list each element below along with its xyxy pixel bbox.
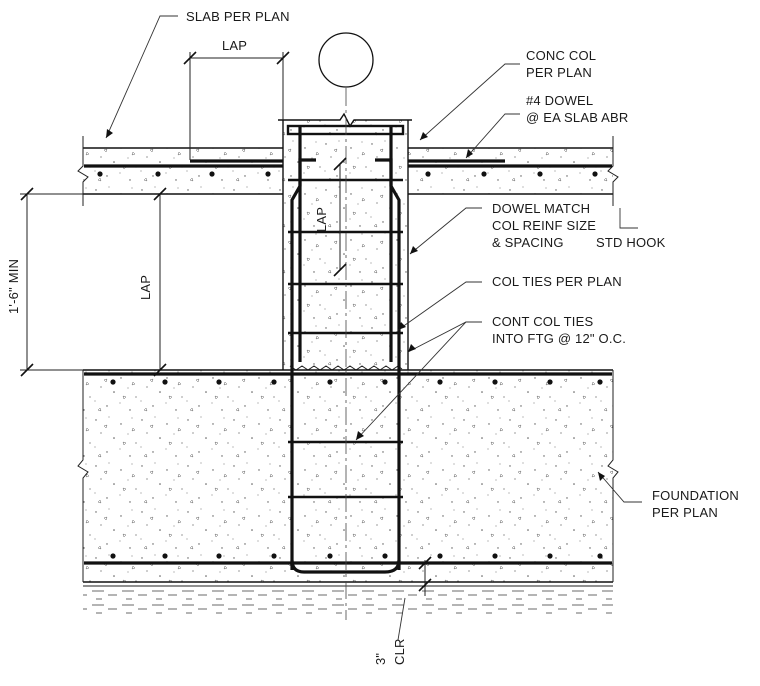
dimensions	[20, 51, 432, 596]
label-lap-left: LAP	[138, 275, 153, 300]
label-foundation-line1: FOUNDATION	[652, 488, 739, 503]
break-lines	[77, 136, 619, 582]
label-std-hook: STD HOOK	[596, 235, 666, 250]
slab-right	[408, 148, 613, 194]
foundation	[83, 370, 613, 582]
label-dowel-match-line3: & SPACING	[492, 235, 564, 250]
label-min-dimension: 1'-6" MIN	[6, 259, 21, 314]
label-clr-value: 3"	[373, 653, 388, 665]
label-cont-ties-line2: INTO FTG @ 12" O.C.	[492, 331, 626, 346]
label-conc-col-line2: PER PLAN	[526, 65, 592, 80]
slab-left	[83, 148, 283, 194]
leaders	[105, 15, 642, 641]
soil-below	[83, 586, 613, 616]
label-dowel-line2: @ EA SLAB ABR	[526, 110, 629, 125]
label-col-ties: COL TIES PER PLAN	[492, 274, 622, 289]
grid-bubble	[318, 32, 374, 88]
label-cont-ties-line1: CONT COL TIES	[492, 314, 593, 329]
label-dowel-match-line1: DOWEL MATCH	[492, 201, 590, 216]
label-dowel-match-line2: COL REINF SIZE	[492, 218, 596, 233]
label-slab-per-plan: SLAB PER PLAN	[186, 9, 290, 24]
label-lap-column: LAP	[314, 207, 329, 232]
label-clr-word: CLR	[392, 638, 407, 665]
foundation-reinforcement	[84, 372, 612, 574]
column-reinforcement	[286, 124, 405, 570]
concrete-outlines	[83, 112, 613, 587]
label-conc-col-line1: CONC COL	[526, 48, 596, 63]
concrete-column	[283, 120, 408, 370]
slab-reinforcement	[84, 159, 612, 177]
label-foundation-line2: PER PLAN	[652, 505, 718, 520]
label-dowel-line1: #4 DOWEL	[526, 93, 593, 108]
annotations: SLAB PER PLAN LAP CONC COL PER PLAN #4 D…	[6, 9, 739, 665]
label-lap-top: LAP	[222, 38, 247, 53]
